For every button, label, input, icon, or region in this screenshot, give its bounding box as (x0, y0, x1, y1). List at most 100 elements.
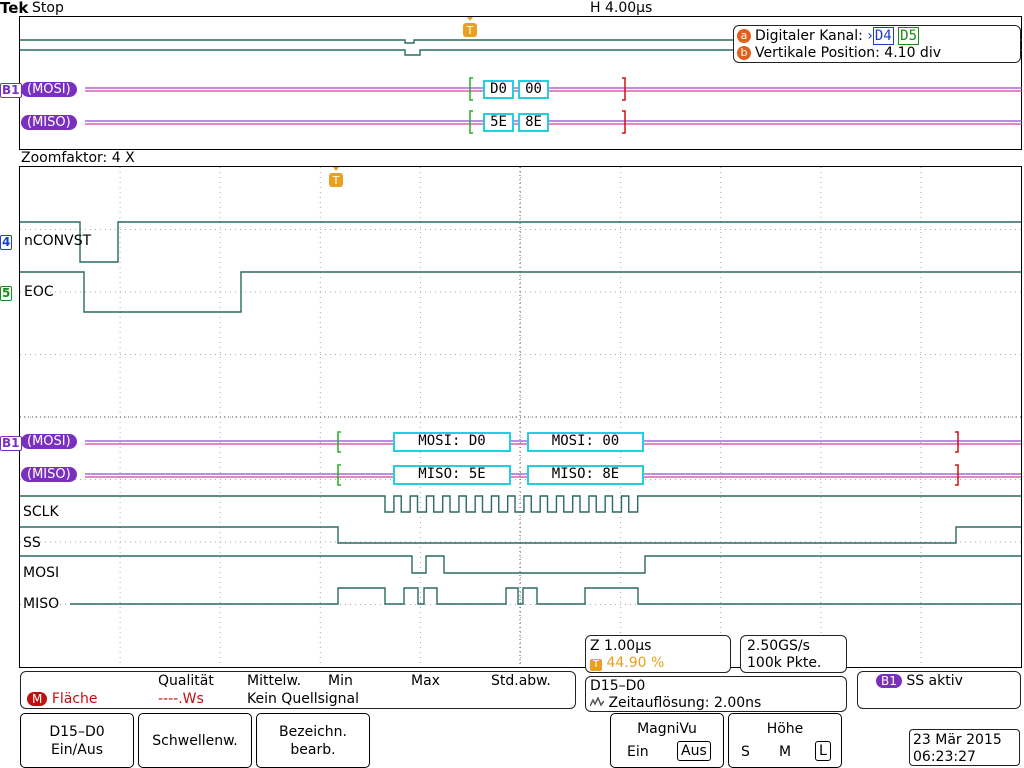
col-std: Std.abw. (491, 673, 551, 689)
overview-bracket-end (622, 77, 626, 101)
label-mosi: MOSI (23, 565, 60, 581)
trace-nconvst (20, 221, 1022, 263)
overview-trace-d5 (20, 49, 1022, 56)
z-time: Z 1.00µs (590, 638, 652, 654)
label-sclk: SCLK (23, 504, 59, 520)
no-source: Kein Quellsignal (247, 691, 360, 707)
zoom-time-readout: Z 1.00µs T 44.90 % (585, 635, 731, 673)
horizontal-scale: H 4.00µs (590, 0, 653, 16)
date: 23 Mär 2015 (913, 732, 1002, 748)
col-mean: Mittelw. (247, 673, 302, 689)
overview-trace-d4 (20, 39, 1022, 44)
trace-mosi (20, 555, 1022, 574)
svg-text:T: T (332, 174, 340, 187)
d4-tag: D4 (872, 27, 894, 45)
vertical-position-row: b Vertikale Position: 4.10 div (737, 45, 941, 61)
overview-miso-decode-2: 8E (518, 113, 549, 132)
channel-5-tag[interactable]: 5 (0, 286, 13, 301)
col-max: Max (411, 673, 440, 689)
sample-rate-readout: 2.50GS/s 100k Pkte. (740, 635, 847, 673)
zoom-bracket-start (337, 464, 341, 486)
d5-tag: D5 (898, 27, 920, 45)
overview-miso-decode-1: 5E (483, 113, 514, 132)
time-resolution: Zeitauflösung: 2.00ns (589, 695, 762, 711)
vertical-position-label: Vertikale Position: 4.10 div (755, 45, 941, 61)
trigger-mini-icon: T (590, 659, 602, 671)
run-state: Stop (32, 0, 64, 16)
height-m-option[interactable]: M (779, 744, 792, 760)
threshold-button[interactable]: Schwellenw. (138, 713, 252, 768)
channel-range: D15–D0 (590, 678, 646, 694)
marker-a-icon: a (737, 29, 751, 43)
zoom-bus-miso-label: (MISO) (21, 467, 77, 482)
bus-status-b1-tag: B1 (876, 674, 902, 688)
measurement-row: M Fläche (27, 691, 98, 707)
overview-bracket-end (622, 110, 626, 134)
zoom-bracket-end (955, 464, 959, 486)
t-position: T 44.90 % (590, 655, 664, 671)
col-min: Min (328, 673, 353, 689)
overview-b1-tag: B1 (0, 83, 22, 98)
trace-ss (20, 526, 1022, 544)
overview-bracket-start (469, 110, 473, 134)
threshold-label: Schwellenw. (152, 733, 238, 749)
magnivu-title: MagniVu (637, 721, 697, 737)
zoom-b1-tag: B1 (0, 436, 22, 451)
label-nconvst: nCONVST (24, 233, 92, 249)
overview-trigger-icon: T (463, 17, 477, 45)
d15-d0-toggle-button[interactable]: D15–D0 Ein/Aus (20, 713, 134, 768)
height-button[interactable]: Höhe S M L (728, 713, 842, 768)
edit-labels-button[interactable]: Bezeichn. bearb. (256, 713, 370, 768)
brand-logo: Tek (0, 0, 29, 17)
time-resolution-value: Zeitauflösung: 2.00ns (608, 695, 762, 711)
trace-sclk (20, 495, 1022, 513)
d15-d0-line1: D15–D0 (49, 724, 105, 740)
edit-labels-line2: bearb. (290, 742, 336, 758)
overview-bracket-start (469, 77, 473, 101)
measurement-dashes: ----.Ws (158, 691, 204, 707)
channel-4-tag[interactable]: 4 (0, 235, 13, 250)
m-tag: M (27, 692, 48, 706)
label-eoc: EOC (24, 284, 54, 300)
trace-miso (70, 587, 1022, 605)
measurement-panel: Qualität Mittelw. Min Max Std.abw. M Flä… (20, 671, 576, 709)
marker-b-icon: b (737, 46, 751, 60)
zoom-bracket-end (955, 431, 959, 453)
height-l-option[interactable]: L (815, 741, 831, 761)
magnivu-button[interactable]: MagniVu Ein Aus (610, 713, 724, 768)
label-ss: SS (23, 535, 41, 551)
ss-active: SS aktiv (906, 673, 963, 689)
channel-resolution-panel: D15–D0 Zeitauflösung: 2.00ns (585, 676, 847, 712)
zoom-mosi-decode-1: MOSI: D0 (393, 432, 511, 452)
bus-status-row: B1 SS aktiv (876, 673, 963, 689)
svg-text:T: T (466, 24, 474, 37)
record-points: 100k Pkte. (747, 655, 822, 671)
zoom-mosi-decode-2: MOSI: 00 (527, 432, 644, 452)
zoom-miso-decode-2: MISO: 8E (527, 465, 644, 485)
overview-bus-miso-label: (MISO) (21, 115, 77, 130)
t-position-value: 44.90 % (606, 655, 665, 671)
zoom-panel (19, 166, 1022, 668)
height-title: Höhe (766, 721, 804, 737)
zoom-trigger-icon: T (329, 167, 343, 195)
overview-mosi-decode-2: 00 (518, 80, 549, 99)
edit-labels-line1: Bezeichn. (279, 724, 347, 740)
zoom-miso-decode-1: MISO: 5E (393, 465, 511, 485)
digital-channel-label: Digitaler Kanal: (755, 28, 863, 44)
trace-eoc (20, 271, 1022, 313)
bus-status-panel: B1 SS aktiv (857, 671, 1021, 709)
height-s-option[interactable]: S (741, 744, 750, 760)
area-label: Fläche (51, 691, 98, 707)
d15-d0-line2: Ein/Aus (50, 742, 104, 758)
magnivu-off-option[interactable]: Aus (677, 741, 711, 761)
sample-rate: 2.50GS/s (747, 638, 810, 654)
magnivu-on-option[interactable]: Ein (627, 744, 649, 760)
col-quality: Qualität (158, 673, 214, 689)
zoom-bracket-start (337, 431, 341, 453)
datetime-display: 23 Mär 2015 06:23:27 (909, 729, 1020, 766)
zoom-bus-mosi-label: (MOSI) (21, 434, 77, 449)
overview-bus-mosi-label: (MOSI) (21, 82, 77, 97)
